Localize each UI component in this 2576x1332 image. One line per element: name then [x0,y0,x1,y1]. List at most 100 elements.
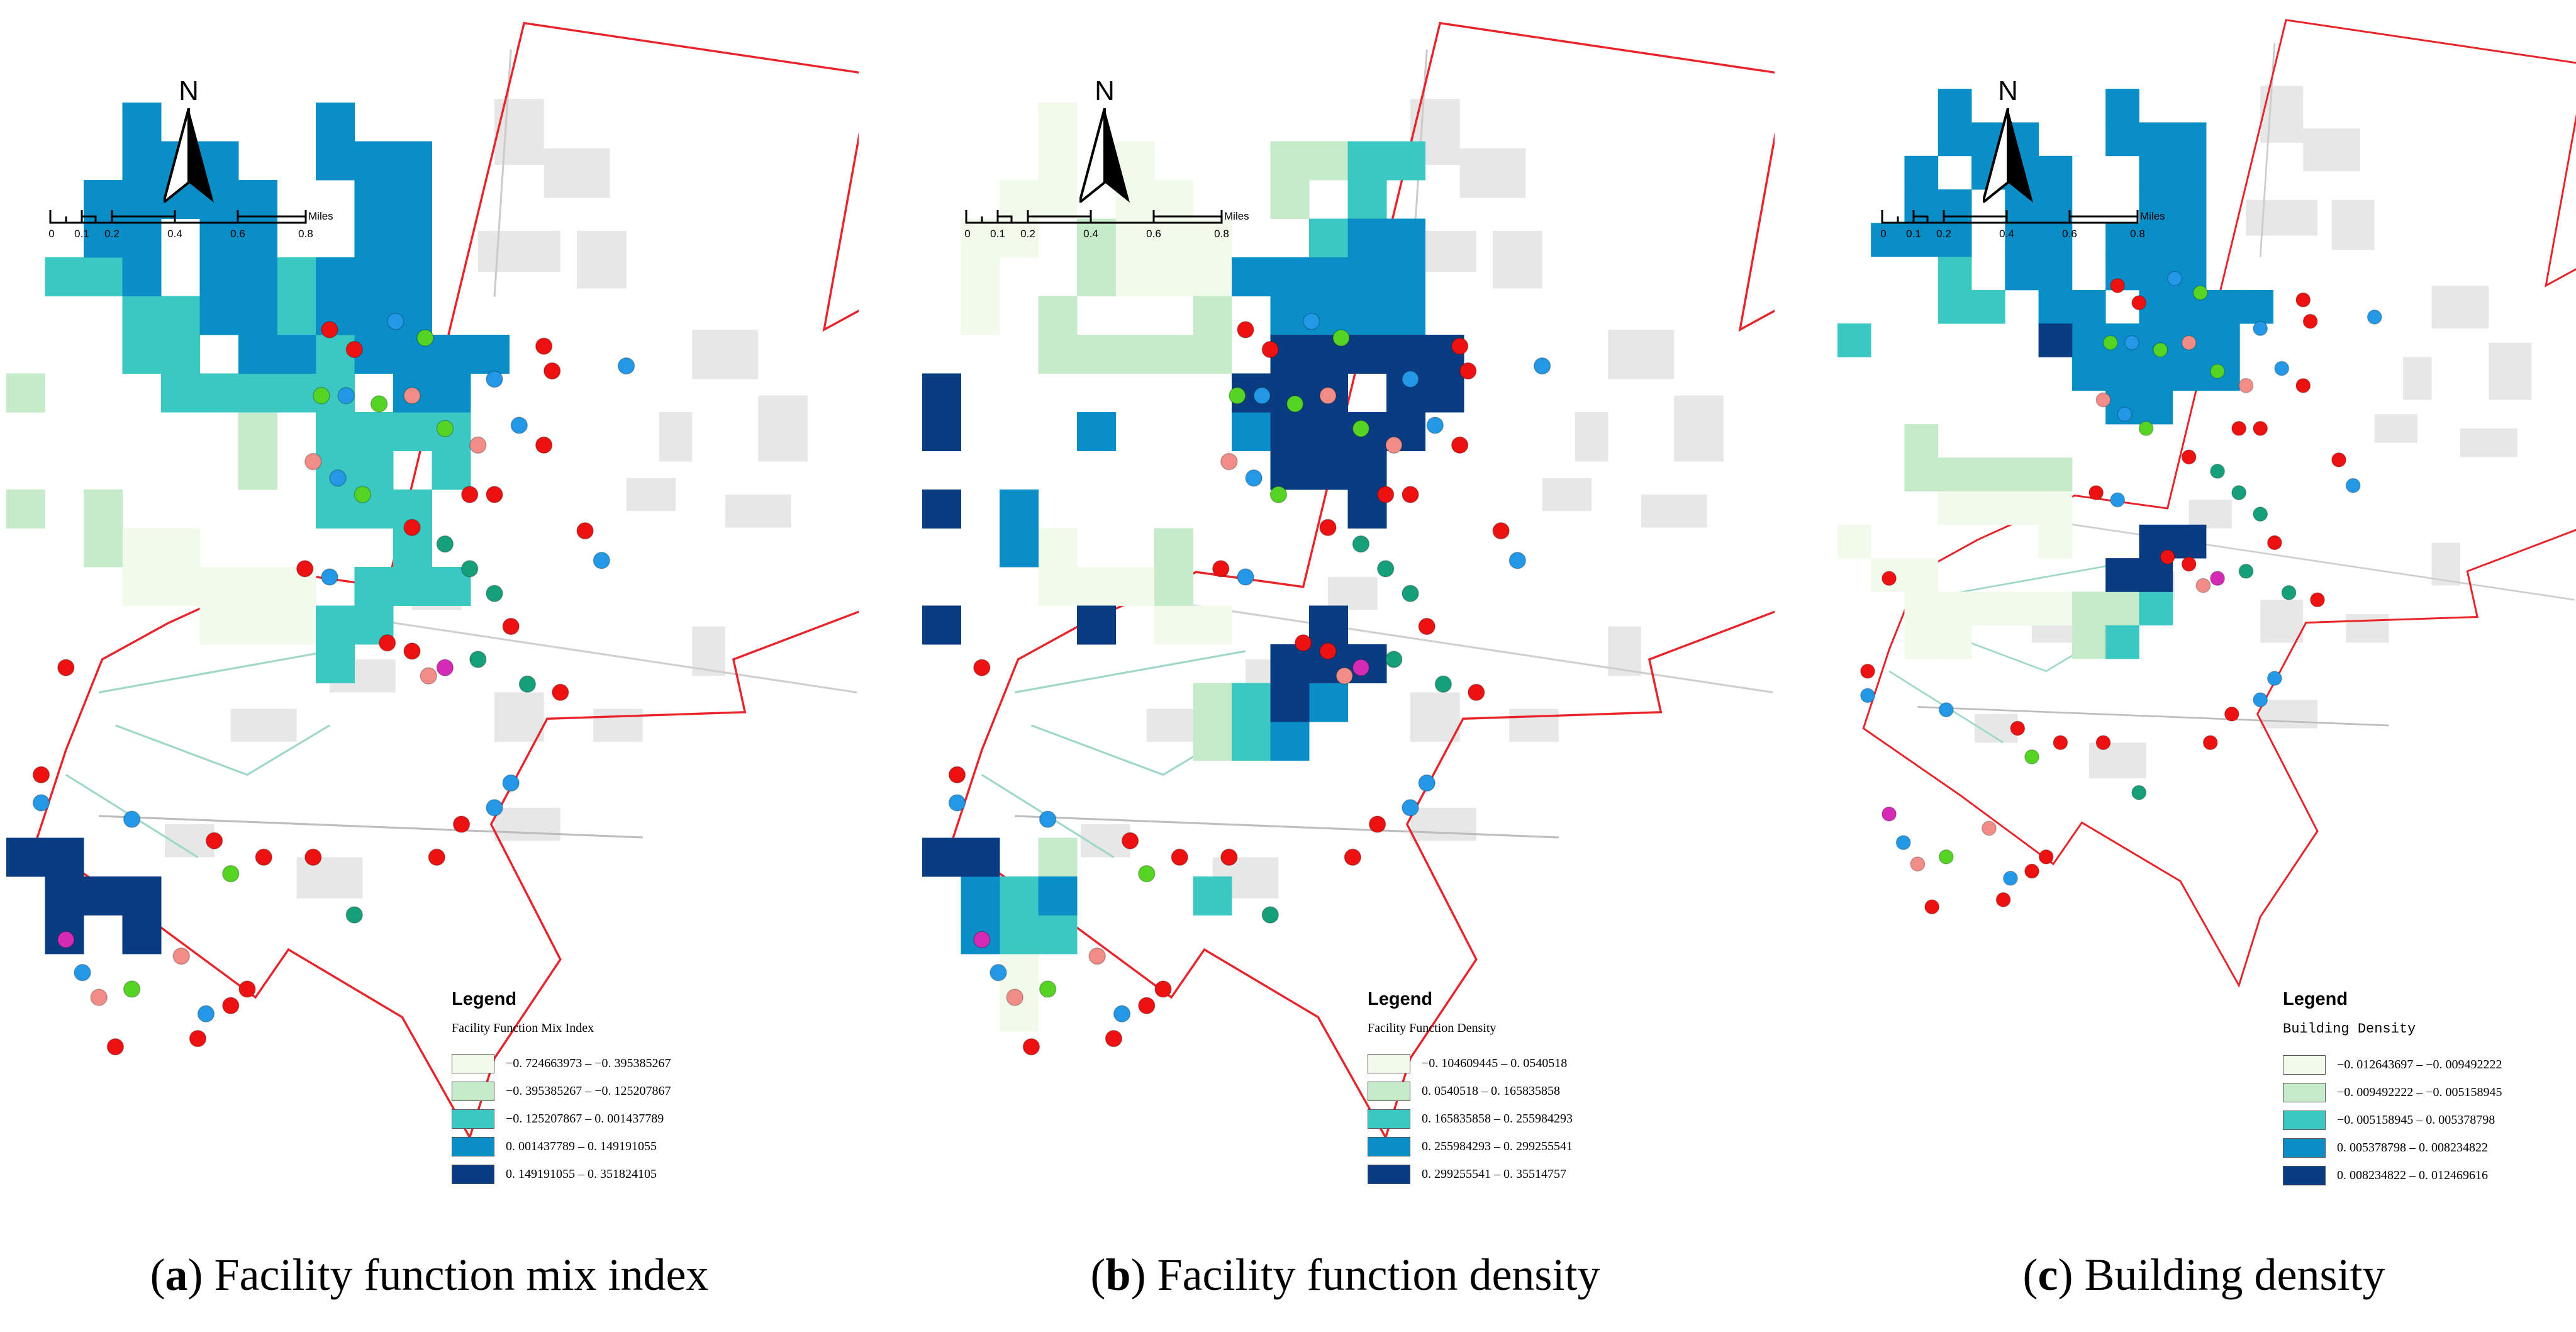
building-block [2460,428,2517,457]
scale-tick-1: 0.1 [74,228,89,240]
poi-point [189,1029,207,1048]
legend-item: 0. 255984293 – 0. 299255541 [1368,1133,1720,1160]
grid-cell [1038,567,1078,606]
poi-point [205,832,223,849]
grid-cell [122,103,162,142]
grid-cell [1232,722,1271,761]
grid-cell [2205,289,2240,324]
north-arrow: N [1983,76,2033,203]
poi-point [1910,856,1926,872]
legend-swatch [1368,1109,1410,1129]
poi-point [1229,387,1246,405]
poi-point [2295,378,2311,393]
poi-point [1113,1005,1131,1023]
grid-cell [1154,567,1193,606]
grid-cell [2105,122,2139,157]
grid-cell [1000,876,1039,915]
poi-point [1938,849,1954,865]
grid-cell [122,296,162,335]
panel-b: N 0 0.1 0.2 0.4 0.6 0.8 Miles Legend Fac… [916,0,1775,1332]
grid-cell [1309,451,1348,490]
building-block [2403,357,2432,400]
poi-point [2210,364,2225,379]
road-line [1015,815,1559,839]
poi-point [1088,947,1106,965]
legend-label: −0. 009492222 – −0. 005158945 [2337,1085,2502,1099]
poi-point [1171,848,1188,866]
scale-tick-1: 0.1 [990,228,1005,240]
grid-cell [1000,490,1039,529]
grid-cell [238,257,277,296]
grid-cell [393,412,432,451]
legend-label: 0. 005378798 – 0. 008234822 [2337,1140,2488,1155]
poi-point [1402,585,1419,602]
poi-point [990,964,1007,982]
poi-point [1508,552,1527,569]
grid-cell [961,876,1000,915]
poi-point [948,794,966,812]
grid-cell [2139,256,2173,291]
poi-point [197,1005,215,1023]
poi-point [486,799,503,817]
poi-point [387,313,404,330]
grid-cell [1904,155,1939,190]
grid-cell [199,257,239,296]
poi-point [2181,449,2197,465]
legend-label: 0. 165835858 – 0. 255984293 [1422,1111,1573,1126]
road-line [114,724,330,776]
poi-point [1938,702,1954,717]
building-block [494,99,544,165]
poi-point [2281,585,2297,600]
grid-cell [2071,357,2106,391]
road-line [1014,650,1246,693]
grid-cell [961,296,1000,335]
legend-item: 0. 165835858 – 0. 255984293 [1368,1105,1720,1133]
grid-cell [45,837,84,877]
scale-tick-3: 0.4 [167,228,182,240]
grid-cell [238,218,277,258]
poi-point [1286,395,1304,413]
grid-cell [161,373,200,413]
poi-point [255,848,272,866]
grid-cell [2172,223,2207,257]
poi-point [354,486,372,503]
poi-point [1402,370,1419,388]
poi-point [1385,436,1403,454]
poi-point [535,337,553,355]
grid-cell [1425,373,1464,413]
poi-point [1459,362,1477,380]
building-block [2489,342,2532,400]
grid-cell [354,257,394,296]
grid-cell [2139,189,2173,223]
grid-cell [1270,722,1310,761]
legend-label: 0. 299255541 – 0. 35514757 [1422,1167,1566,1181]
poi-point [1860,688,1875,703]
north-label: N [1998,76,2018,106]
poi-point [2024,863,2039,879]
poi-point [617,357,635,375]
grid-cell [122,180,162,219]
north-arrow: N [164,76,214,203]
grid-cell [199,218,239,258]
poi-point [403,642,421,660]
poi-point [222,865,240,883]
building-block [2260,700,2317,729]
poi-point [1335,667,1353,685]
legend-item: −0. 104609445 – 0. 0540518 [1368,1049,1720,1077]
grid-cell [2005,457,2039,491]
poi-point [1303,313,1320,330]
grid-cell [1904,457,1939,491]
grid-cell [1270,296,1310,335]
grid-cell [1837,323,1871,357]
grid-cell [393,257,432,296]
grid-cell [2105,625,2139,659]
poi-point [313,387,330,405]
poi-point [576,522,594,540]
poi-point [1434,675,1452,693]
building-block [1509,708,1559,742]
grid-cell [238,296,277,335]
grid-cell [2038,323,2073,357]
grid-cell [238,373,277,413]
legend-swatch [1368,1136,1410,1156]
poi-point [345,340,364,359]
